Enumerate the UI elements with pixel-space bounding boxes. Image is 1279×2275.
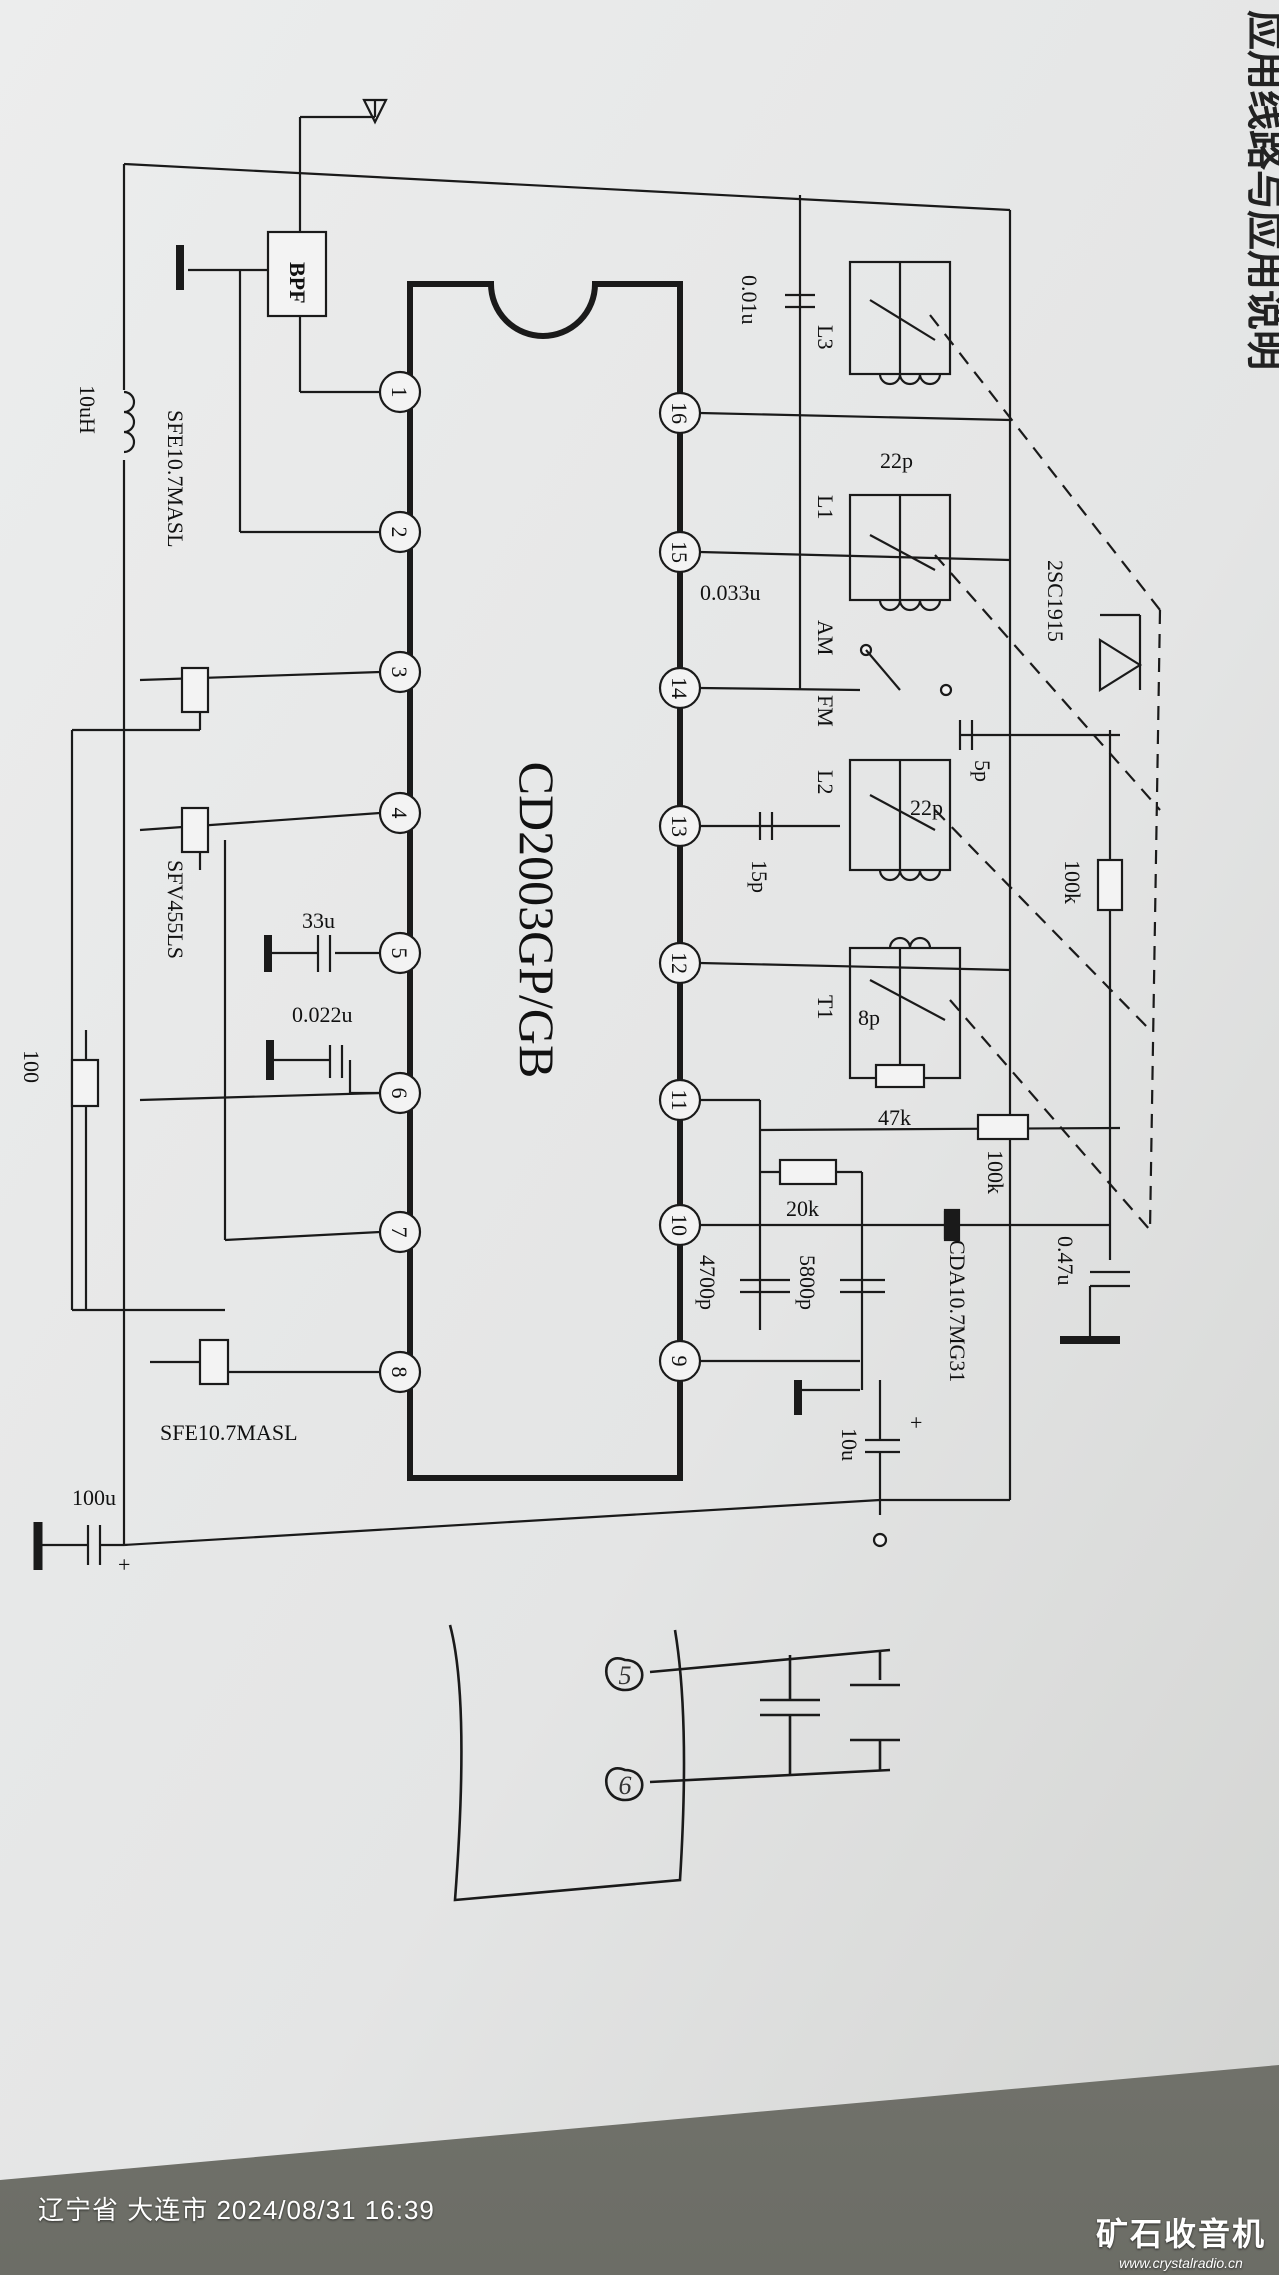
ic-part-label: CD2003GP/GB <box>509 762 565 1079</box>
ic-body <box>407 281 683 1481</box>
plus-sign-a: + <box>118 1552 130 1577</box>
resistor-100-label: 100 <box>19 1050 44 1083</box>
transistor-icon <box>1098 613 1143 692</box>
pin-3: 3 <box>387 667 412 678</box>
cap-5800p-label: 5800p <box>795 1255 820 1310</box>
watermark-url: www.crystalradio.cn <box>1119 2255 1243 2271</box>
cap-33u-label: 33u <box>302 908 335 933</box>
pin-5: 5 <box>387 948 412 959</box>
plus-sign-b: + <box>910 1410 922 1435</box>
cap-001u-label: 0.01u <box>737 275 762 325</box>
sfe-top-label: SFE10.7MASL <box>163 410 188 548</box>
resistor-20k-label: 20k <box>786 1196 819 1221</box>
cap-0033u-label: 0.033u <box>700 580 761 605</box>
pin-1: 1 <box>387 387 412 398</box>
hand-sketch <box>448 1624 900 1902</box>
cap-22p-a-label: 22p <box>880 448 913 473</box>
cda-label: CDA10.7MG31 <box>945 1240 970 1382</box>
fm-label: FM <box>813 695 838 727</box>
ic-pin-circles-right <box>658 391 702 1383</box>
svg-text:应用线路与应用说明: 应用线路与应用说明 <box>1242 10 1279 370</box>
resistor-100k-b-label: 100k <box>983 1150 1008 1194</box>
watermark-name: 矿石收音机 <box>1095 2216 1266 2252</box>
pin-12: 12 <box>667 952 692 974</box>
inductor-10uh-icon <box>123 390 136 454</box>
pin-16: 16 <box>667 402 692 424</box>
l3-label: L3 <box>813 325 838 349</box>
pin-6: 6 <box>387 1088 412 1099</box>
bpf-label: BPF <box>285 262 310 304</box>
t1-label: T1 <box>813 995 838 1019</box>
paper-sheet <box>0 0 1279 2180</box>
pin-14: 14 <box>667 677 692 699</box>
photo-location-timestamp: 辽宁省 大连市 2024/08/31 16:39 <box>38 2195 435 2225</box>
ic-pin-circles-left <box>378 370 422 1394</box>
sfe-bottom-label: SFE10.7MASL <box>160 1420 298 1445</box>
gang-dashed-lines <box>929 314 1162 1231</box>
cap-22p-b-label: 22p <box>910 795 943 820</box>
pin-11: 11 <box>667 1089 692 1110</box>
page-header: 应用线路与应用说明 <box>1242 10 1279 370</box>
cap-0022u-label: 0.022u <box>292 1002 353 1027</box>
sketch-pin-b: 6 <box>619 1771 632 1800</box>
am-label: AM <box>813 620 838 655</box>
pin-2: 2 <box>387 527 412 538</box>
pin-10: 10 <box>667 1214 692 1236</box>
resistor-100k-a-label: 100k <box>1060 860 1085 904</box>
resistor-47k-label: 47k <box>878 1105 911 1130</box>
cap-8p-label: 8p <box>858 1005 880 1030</box>
cap-5p-label: 5p <box>970 760 995 782</box>
l1-label: L1 <box>813 495 838 519</box>
pin-15: 15 <box>667 541 692 563</box>
pin-8: 8 <box>387 1367 412 1378</box>
antenna-icon <box>298 98 388 232</box>
cap-10u-label: 10u <box>837 1428 862 1461</box>
cap-4700p-label: 4700p <box>695 1255 720 1310</box>
site-watermark: 矿石收音机 www.crystalradio.cn <box>1091 2209 1271 2271</box>
cap-047u-label: 0.47u <box>1053 1236 1078 1286</box>
sfv-label: SFV455LS <box>163 860 188 959</box>
l2-label: L2 <box>813 770 838 794</box>
inductor-10uh-label: 10uH <box>75 385 100 434</box>
sketch-pin-a: 5 <box>619 1661 632 1690</box>
cap-15p-label: 15p <box>747 860 772 893</box>
pin-7: 7 <box>387 1227 412 1238</box>
transistor-label: 2SC1915 <box>1043 560 1068 642</box>
pin-9: 9 <box>667 1356 692 1367</box>
cap-100u-label: 100u <box>72 1485 116 1510</box>
pin-13: 13 <box>667 815 692 837</box>
pin-4: 4 <box>387 808 412 819</box>
